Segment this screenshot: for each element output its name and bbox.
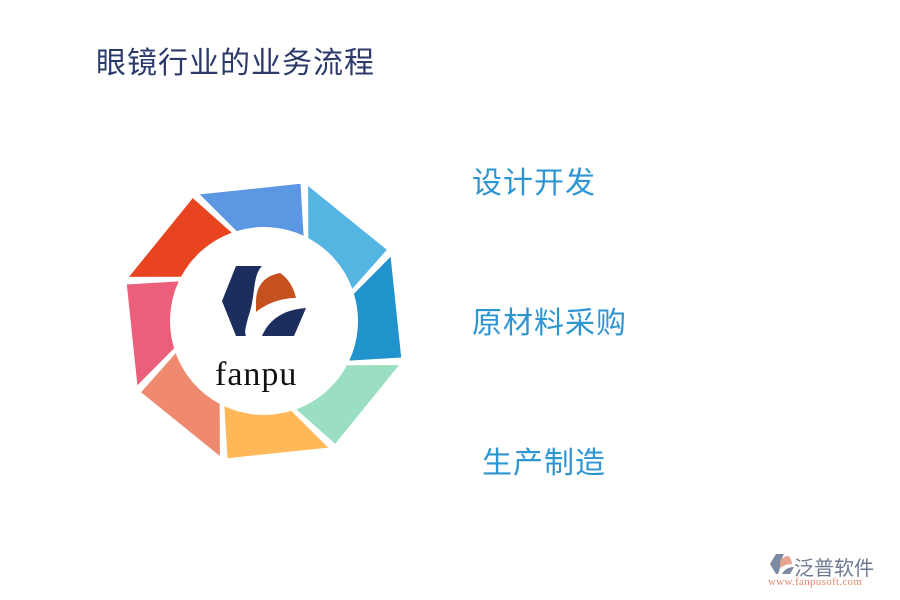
- segment-dark-blue: [349, 256, 402, 361]
- segment-salmon: [141, 353, 220, 456]
- ring-segments: [126, 183, 402, 459]
- brand-name: 泛普软件: [794, 556, 874, 580]
- brand-url: www.fanpusoft.com: [768, 576, 863, 588]
- fanpu-logo-icon: [222, 266, 306, 336]
- segment-light-blue: [308, 186, 387, 289]
- step-raw-material-procurement: 原材料采购: [472, 306, 627, 341]
- page-title: 眼镜行业的业务流程: [96, 46, 375, 81]
- step-production-manufacturing: 生产制造: [482, 446, 606, 481]
- segment-pink: [126, 281, 179, 386]
- segment-blue: [199, 183, 304, 236]
- brand-logo-icon: [770, 554, 794, 574]
- segment-mint: [296, 365, 399, 444]
- brand-watermark: 泛普软件 www.fanpusoft.com: [768, 552, 898, 592]
- step-design-development: 设计开发: [472, 166, 596, 201]
- segment-red: [129, 198, 232, 277]
- segment-yellow: [224, 406, 329, 459]
- logo-text: fanpu: [215, 356, 298, 393]
